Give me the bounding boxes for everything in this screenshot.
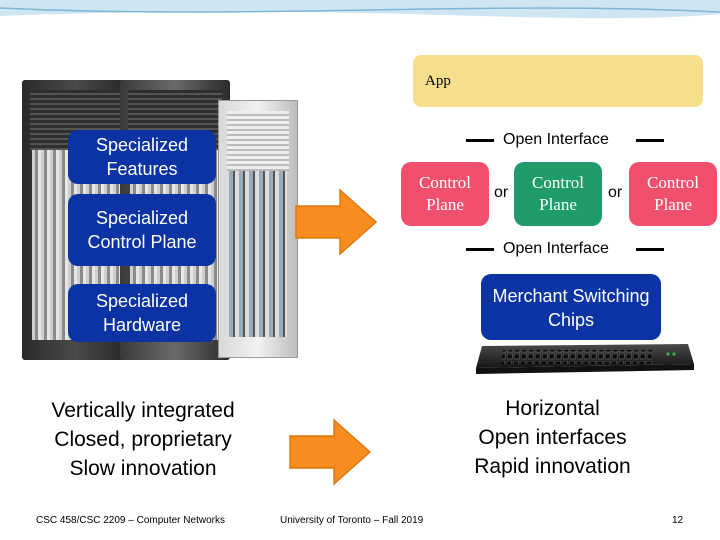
control-plane-box-3: Control Plane: [629, 162, 717, 226]
interface-line: [636, 248, 664, 251]
page-number: 12: [672, 515, 684, 526]
caption-line: Closed, proprietary: [54, 428, 232, 451]
control-plane-label: Control Plane: [419, 173, 471, 214]
network-switch-image: [476, 344, 694, 374]
footer-course: CSC 458/CSC 2209 – Computer Networks: [36, 515, 225, 526]
control-plane-box-1: Control Plane: [401, 162, 489, 226]
specialized-hardware-label: Specialized Hardware: [95, 291, 189, 335]
merchant-switching-chips-box: Merchant Switching Chips: [481, 274, 661, 340]
merchant-switching-chips-label: Merchant Switching Chips: [492, 286, 650, 330]
caption-line: Horizontal: [505, 397, 600, 420]
specialized-control-plane-box: Specialized Control Plane: [68, 194, 216, 266]
control-plane-box-2: Control Plane: [514, 162, 602, 226]
caption-line: Open interfaces: [478, 426, 627, 449]
footer-university: University of Toronto – Fall 2019: [280, 515, 424, 526]
open-interface-top-label: Open Interface: [503, 131, 609, 148]
interface-line: [466, 139, 494, 142]
caption-line: Rapid innovation: [474, 455, 631, 478]
open-interface-bottom-label: Open Interface: [503, 240, 609, 257]
chassis-cards: [229, 171, 287, 337]
or-label: or: [608, 184, 623, 201]
right-caption: Horizontal Open interfaces Rapid innovat…: [450, 394, 655, 481]
specialized-features-box: Specialized Features: [68, 130, 216, 184]
app-layer-box: App: [413, 55, 703, 107]
app-label: App: [425, 73, 451, 89]
header-swoosh: [0, 0, 720, 19]
caption-line: Vertically integrated: [51, 399, 235, 422]
chassis-right: [218, 100, 298, 358]
specialized-hardware-box: Specialized Hardware: [68, 284, 216, 342]
control-plane-label: Control Plane: [647, 173, 699, 214]
chassis-vent: [227, 111, 289, 171]
or-label: or: [494, 184, 509, 201]
interface-line: [636, 139, 664, 142]
right-arrow-icon: [295, 188, 378, 256]
specialized-features-label: Specialized Features: [95, 135, 189, 179]
left-caption: Vertically integrated Closed, proprietar…: [28, 396, 258, 483]
interface-line: [466, 248, 494, 251]
specialized-control-plane-label: Specialized Control Plane: [87, 208, 197, 252]
control-plane-label: Control Plane: [532, 173, 584, 214]
caption-line: Slow innovation: [69, 457, 217, 480]
right-arrow-icon: [289, 418, 372, 486]
